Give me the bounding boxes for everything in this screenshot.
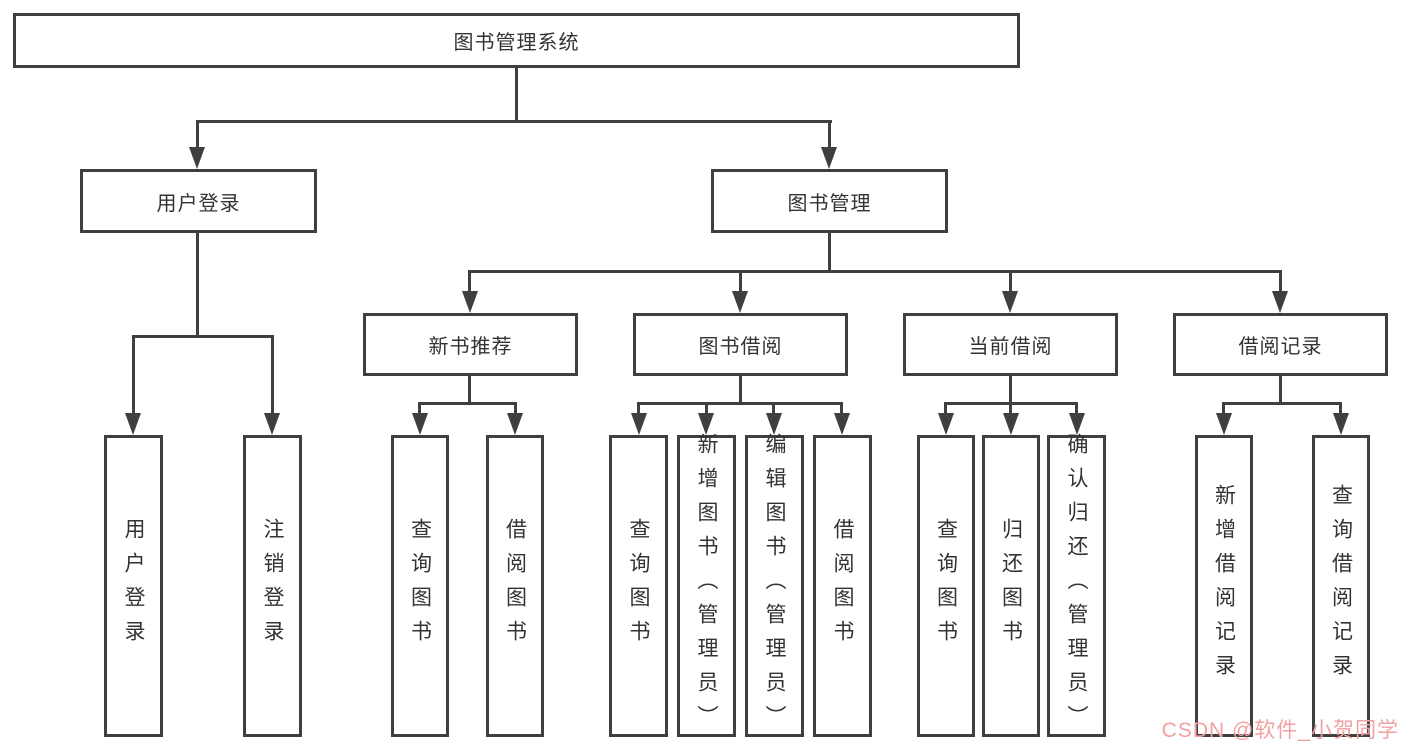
connector-line-vertical	[1009, 270, 1012, 292]
connector-line-vertical	[196, 233, 199, 338]
leaf-add-books-admin: 新增图书（管理员）	[677, 433, 736, 739]
connector-line-vertical	[637, 402, 640, 413]
arrow-down-icon	[1333, 413, 1349, 435]
node-label: 借阅记录	[1238, 336, 1323, 358]
node-label: 新书推荐	[428, 336, 513, 358]
node-label: 图书管理	[787, 192, 872, 215]
arrow-down-icon	[1069, 413, 1085, 435]
leaf-query-borrow-record: 查询借阅记录	[1312, 435, 1370, 737]
connector-line-vertical	[944, 402, 947, 413]
leaf-query-books-borrow: 查询图书	[609, 435, 668, 737]
arrow-down-icon	[1272, 291, 1288, 313]
connector-line-vertical	[828, 120, 831, 148]
arrow-down-icon	[821, 147, 837, 169]
connector-line-horizontal	[132, 335, 274, 338]
connector-line-horizontal	[418, 402, 517, 405]
connector-line-horizontal	[637, 402, 843, 405]
connector-line-vertical	[132, 335, 135, 413]
leaf-label: 确认归还（管理员）	[1065, 433, 1088, 739]
arrow-down-icon	[698, 413, 714, 435]
leaf-label: 借阅图书	[831, 518, 854, 654]
leaf-edit-books-admin: 编辑图书（管理员）	[745, 433, 804, 739]
leaf-borrow-books-recommend: 借阅图书	[486, 435, 544, 737]
arrow-down-icon	[938, 413, 954, 435]
leaf-label: 注销登录	[261, 518, 284, 654]
connector-line-vertical	[772, 402, 775, 413]
node-book-borrow: 图书借阅	[633, 313, 848, 376]
leaf-borrow-books-borrow: 借阅图书	[813, 435, 872, 737]
connector-line-horizontal	[196, 120, 832, 123]
connector-line-horizontal	[1222, 402, 1341, 405]
leaf-label: 查询图书	[934, 518, 958, 654]
leaf-label: 查询借阅记录	[1329, 484, 1353, 688]
leaf-label: 归还图书	[999, 518, 1023, 654]
connector-line-horizontal	[468, 270, 1281, 273]
node-borrow-records: 借阅记录	[1173, 313, 1388, 376]
arrow-down-icon	[1002, 291, 1018, 313]
connector-line-vertical	[739, 376, 742, 404]
arrow-down-icon	[412, 413, 428, 435]
arrow-down-icon	[264, 413, 280, 435]
node-label: 用户登录	[156, 192, 241, 215]
leaf-user-login: 用户登录	[104, 435, 163, 737]
connector-line-vertical	[705, 402, 708, 413]
node-current-borrow: 当前借阅	[903, 313, 1118, 376]
leaf-confirm-return-admin: 确认归还（管理员）	[1047, 433, 1106, 739]
connector-line-vertical	[1339, 402, 1342, 413]
arrow-down-icon	[631, 413, 647, 435]
node-root: 图书管理系统	[13, 13, 1020, 68]
connector-line-vertical	[515, 68, 518, 122]
connector-line-vertical	[1009, 376, 1012, 404]
leaf-return-books: 归还图书	[982, 435, 1040, 737]
connector-line-vertical	[1279, 376, 1282, 404]
arrow-down-icon	[462, 291, 478, 313]
connector-line-vertical	[196, 120, 199, 148]
connector-line-vertical	[468, 270, 471, 292]
connector-line-vertical	[840, 402, 843, 413]
connector-line-vertical	[468, 376, 471, 404]
leaf-label: 借阅图书	[503, 518, 527, 654]
arrow-down-icon	[125, 413, 141, 435]
connector-line-vertical	[1279, 270, 1282, 292]
leaf-query-books-recommend: 查询图书	[391, 435, 449, 737]
connector-line-vertical	[1075, 402, 1078, 413]
connector-line-vertical	[828, 233, 831, 273]
leaf-label: 用户登录	[122, 518, 145, 654]
connector-line-vertical	[514, 402, 517, 413]
leaf-label: 查询图书	[627, 518, 650, 654]
connector-line-vertical	[739, 270, 742, 292]
node-root-label: 图书管理系统	[453, 32, 580, 54]
leaf-label: 新增图书（管理员）	[695, 433, 718, 739]
node-book-management: 图书管理	[711, 169, 948, 233]
leaf-query-books-current: 查询图书	[917, 435, 975, 737]
arrow-down-icon	[732, 291, 748, 313]
connector-line-vertical	[418, 402, 421, 413]
connector-line-vertical	[1009, 402, 1012, 413]
leaf-label: 新增借阅记录	[1212, 484, 1236, 688]
leaf-label: 查询图书	[408, 518, 432, 654]
leaf-add-borrow-record: 新增借阅记录	[1195, 435, 1253, 737]
arrow-down-icon	[1216, 413, 1232, 435]
connector-line-vertical	[271, 335, 274, 413]
node-label: 图书借阅	[698, 336, 783, 358]
arrow-down-icon	[834, 413, 850, 435]
leaf-logout-login: 注销登录	[243, 435, 302, 737]
connector-line-vertical	[1222, 402, 1225, 413]
node-user-login: 用户登录	[80, 169, 317, 233]
node-new-book-recommend: 新书推荐	[363, 313, 578, 376]
arrow-down-icon	[189, 147, 205, 169]
node-label: 当前借阅	[968, 336, 1053, 358]
csdn-watermark: CSDN @软件_小贺同学	[1161, 719, 1399, 742]
arrow-down-icon	[1003, 413, 1019, 435]
leaf-label: 编辑图书（管理员）	[763, 433, 786, 739]
arrow-down-icon	[507, 413, 523, 435]
arrow-down-icon	[766, 413, 782, 435]
